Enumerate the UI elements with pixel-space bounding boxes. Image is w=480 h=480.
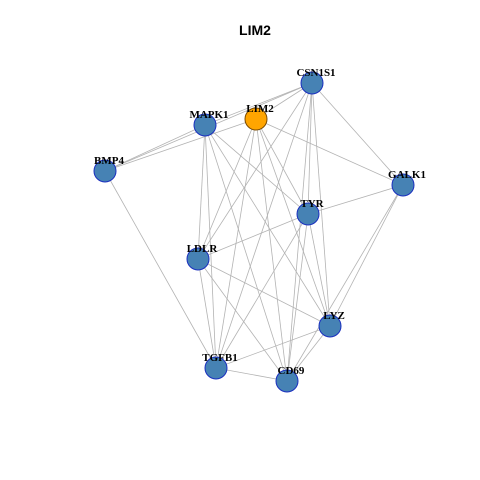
- edge-ldlr-tgfb1: [197, 258, 217, 369]
- edge-galk1-tyr: [307, 184, 404, 215]
- node-label-mapk1: MAPK1: [189, 109, 228, 121]
- node-cd69[interactable]: [275, 369, 299, 393]
- node-lim2[interactable]: [244, 107, 268, 131]
- edge-lim2-cd69: [255, 118, 288, 382]
- node-mapk1[interactable]: [193, 113, 217, 137]
- edge-bmp4-tgfb1: [104, 170, 217, 369]
- node-label-cd69: CD69: [278, 365, 305, 377]
- edge-lim2-tyr: [255, 118, 309, 215]
- edge-layer: [104, 82, 404, 382]
- edge-ldlr-cd69: [197, 258, 288, 382]
- node-tyr[interactable]: [296, 202, 320, 226]
- node-label-tyr: TYR: [300, 198, 324, 210]
- edge-csn1s1-lyz: [311, 82, 331, 327]
- edge-csn1s1-tyr: [307, 82, 313, 215]
- edge-mapk1-lyz: [204, 124, 331, 327]
- edge-tyr-tgfb1: [215, 213, 309, 369]
- node-label-lyz: LYZ: [323, 310, 345, 322]
- node-label-galk1: GALK1: [388, 169, 426, 181]
- edge-tyr-lyz: [307, 213, 331, 327]
- edge-mapk1-ldlr: [197, 124, 206, 260]
- node-label-csn1s1: CSN1S1: [296, 67, 335, 79]
- edge-mapk1-tyr: [204, 124, 309, 215]
- node-label-tgfb1: TGFB1: [202, 352, 237, 364]
- edge-lim2-ldlr: [197, 118, 257, 260]
- edge-lim2-bmp4: [104, 118, 257, 172]
- edge-csn1s1-ldlr: [197, 82, 313, 260]
- edge-csn1s1-tgfb1: [215, 82, 313, 369]
- edge-tgfb1-cd69: [215, 367, 288, 382]
- node-tgfb1[interactable]: [204, 356, 228, 380]
- edge-lim2-galk1: [255, 118, 404, 186]
- edge-tyr-ldlr: [197, 213, 309, 260]
- node-label-ldlr: LDLR: [187, 243, 219, 255]
- edge-mapk1-cd69: [204, 124, 288, 382]
- edge-lyz-tgfb1: [215, 325, 331, 369]
- node-csn1s1[interactable]: [300, 71, 324, 95]
- edge-csn1s1-cd69: [286, 82, 313, 382]
- edge-mapk1-bmp4: [104, 124, 206, 172]
- node-label-bmp4: BMP4: [94, 155, 124, 167]
- diagram-title: LIM2: [239, 22, 271, 38]
- node-galk1[interactable]: [391, 173, 415, 197]
- edge-lyz-cd69: [286, 325, 331, 382]
- edge-galk1-lyz: [329, 184, 404, 327]
- edge-tyr-cd69: [286, 213, 309, 382]
- edge-galk1-cd69: [286, 184, 404, 382]
- edge-csn1s1-galk1: [311, 82, 404, 186]
- node-bmp4[interactable]: [93, 159, 117, 183]
- edge-lim2-lyz: [255, 118, 331, 327]
- node-label-lim2: LIM2: [246, 103, 274, 115]
- edge-ldlr-lyz: [197, 258, 331, 327]
- node-lyz[interactable]: [318, 314, 342, 338]
- node-ldlr[interactable]: [186, 247, 210, 271]
- edge-csn1s1-mapk1: [204, 82, 313, 126]
- node-layer: [93, 71, 415, 393]
- edge-mapk1-tgfb1: [204, 124, 217, 369]
